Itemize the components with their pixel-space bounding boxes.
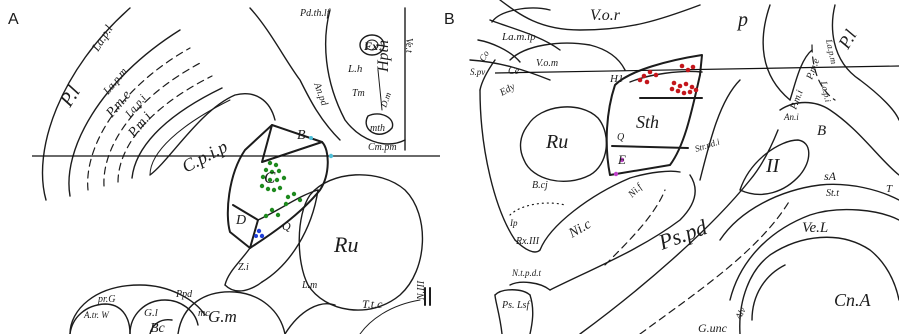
p-region-right	[833, 5, 899, 120]
panel-letter-b: B	[444, 11, 455, 28]
label-n-iii: N.III	[416, 280, 427, 301]
label-p-l: P.l	[834, 26, 861, 53]
label-alv: Alv	[733, 306, 748, 322]
label-ip: Ip	[509, 218, 518, 228]
label-l-m: L.m	[301, 280, 317, 291]
label-v-o-m: V.o.m	[536, 58, 558, 69]
label-region-c: C	[264, 168, 276, 187]
ps-lsf-top	[495, 290, 530, 295]
lm-outline	[285, 304, 335, 334]
alv-outer	[740, 237, 899, 334]
label-ps-pd: Ps.pd	[654, 214, 711, 255]
label-q: Q	[617, 132, 625, 143]
label-hpth: Hpth	[375, 40, 392, 73]
label-la-p-i: La.p.i	[819, 79, 833, 103]
label-b-cj: B.cj	[532, 180, 548, 191]
label-ii: II	[765, 155, 781, 177]
alv-inner	[752, 265, 785, 320]
label-cm-pm: Cm.pm	[368, 142, 397, 153]
ntpdt-line	[510, 282, 550, 290]
label-c-p-i-p: C.p.i.p	[178, 136, 230, 176]
label-la-p-l: La.p.l	[88, 22, 116, 55]
label-e: E	[617, 152, 626, 167]
ps-lsf-left	[495, 295, 502, 334]
label-pr-g: pr.G	[97, 294, 116, 305]
zi-bottom	[225, 282, 262, 291]
label-st-t: St.t	[826, 188, 839, 199]
label-edy: Edy	[497, 81, 517, 99]
label-ru: Ru	[333, 232, 358, 257]
label-an-pd: An.pd	[311, 80, 330, 108]
label-h1: H1	[609, 73, 623, 85]
label-g-unc: G.unc	[698, 321, 728, 334]
label-ps-lsf: Ps. Lsf	[501, 300, 530, 311]
label-t-t-c: T.t.c	[362, 297, 383, 311]
panel-b: B V.o.r p P.l La.p.m P.m.e La.p.i P.m.i …	[440, 0, 899, 334]
label-z-i: Z.i	[238, 262, 249, 273]
label-l-h: L.h	[347, 63, 363, 75]
label-p-l: P.l	[55, 81, 85, 111]
label-g-m: G.m	[208, 307, 237, 326]
label-mth: mth	[370, 123, 385, 134]
label-a-tr-w: A.tr. W	[83, 310, 110, 320]
label-ve-t: Ve.t	[403, 38, 414, 53]
label-p: p	[736, 9, 748, 31]
label-ce: Ce	[508, 66, 520, 77]
label-region-b: B	[297, 128, 306, 143]
label-an-i: An.i	[783, 112, 799, 122]
p-region-left	[763, 5, 790, 100]
label-g-l: G.l	[144, 307, 158, 319]
label-n-t-p-d-t: N.t.p.d.t	[511, 268, 542, 278]
strpdi-boundary	[700, 80, 740, 180]
label-ppd: Ppd	[175, 289, 193, 300]
label-p-m-i: P.m.i	[788, 88, 806, 112]
label-bc: Bc	[150, 321, 166, 334]
panel-a: A La.p.l P.l La.p.m P.m.e La.p.i P.m.i P…	[0, 0, 440, 334]
label-p-m-e: P.m.e	[804, 57, 822, 82]
label-sth: Sth	[636, 112, 659, 132]
panel-b-diagram: B V.o.r p P.l La.p.m P.m.e La.p.i P.m.i …	[440, 0, 899, 334]
nif-dash	[605, 190, 665, 265]
pspd-dash	[640, 200, 790, 334]
sth-bottom-divider	[612, 146, 688, 148]
label-ve-l: Ve.L	[802, 220, 828, 236]
vom-boundary	[510, 43, 625, 70]
label-ni-f: Ni.f	[626, 181, 646, 201]
label-sa: sA	[824, 169, 837, 183]
zi-right	[262, 190, 318, 282]
label-region-q: Q	[282, 219, 291, 233]
label-t: T	[886, 183, 893, 195]
label-rx-iii: Rx.III	[515, 236, 540, 247]
label-region-d: D	[235, 213, 246, 228]
label-tm: Tm	[352, 88, 365, 99]
label-la-m-ip: La.m.ip	[501, 31, 536, 43]
label-s-pv: S.pv	[470, 67, 485, 77]
panel-letter-a: A	[8, 11, 19, 28]
label-ni-c: Ni.c	[566, 217, 595, 242]
nucleus-outline	[228, 125, 328, 248]
ps-lsf-right	[530, 295, 533, 334]
panel-a-diagram: A La.p.l P.l La.p.m P.m.e La.p.i P.m.i P…	[0, 0, 440, 334]
label-v-o-r: V.o.r	[590, 7, 621, 24]
label-ru: Ru	[545, 131, 568, 153]
label-pd-th-lf: Pd.th.lf	[299, 8, 331, 19]
label-cn-a: Cn.A	[834, 290, 872, 310]
ip-dotted	[510, 203, 565, 215]
label-b: B	[817, 123, 826, 139]
